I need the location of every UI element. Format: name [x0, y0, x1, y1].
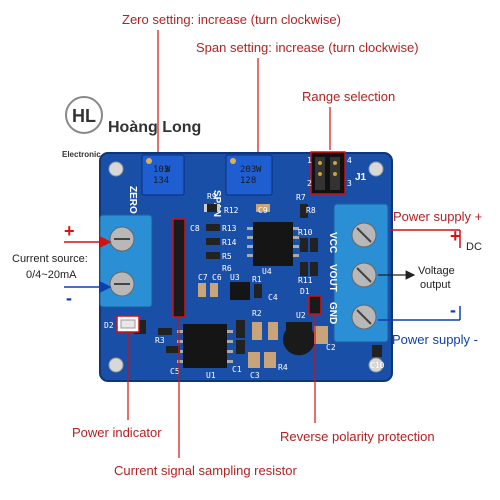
ref-designator: C7 [198, 273, 208, 282]
dc-label: DC [466, 241, 482, 253]
dc-plus-sign: + [450, 226, 461, 246]
ref-designator: C10 [370, 361, 385, 370]
logo-mark: HL [72, 106, 96, 126]
ref-designator: R5 [222, 252, 232, 261]
jumper-pin: 2 [307, 179, 312, 188]
ref-designator: U1 [206, 371, 216, 380]
power-supply-minus-label: Power supply - [392, 332, 478, 347]
logo-sub: Electronic [62, 150, 101, 159]
current-source-label: Current source: [12, 253, 88, 265]
voltage-output-label: Voltage [418, 265, 455, 277]
ref-designator: R4 [278, 363, 288, 372]
ref-designator: C8 [190, 224, 200, 233]
pot2-text: W [256, 165, 262, 175]
ref-designator: U2 [296, 311, 306, 320]
span-setting-label: Span setting: increase (turn clockwise) [196, 40, 419, 55]
ic-u1 [177, 324, 233, 368]
ref-designator: R6 [222, 264, 232, 273]
ref-designator: R8 [306, 206, 316, 215]
ref-designator: R12 [224, 206, 239, 215]
ref-designator: R11 [298, 276, 313, 285]
ref-designator: R10 [298, 228, 313, 237]
smd-components [134, 204, 382, 368]
ref-designator: C1 [232, 365, 242, 374]
mount-hole [368, 357, 384, 373]
ref-designator: R7 [296, 193, 306, 202]
protection-diode [308, 295, 322, 315]
logo-brand: Hoàng Long [108, 119, 201, 136]
mount-hole [108, 161, 124, 177]
ref-designator: D2 [104, 321, 114, 330]
current-source-range: 0/4~20mA [26, 269, 77, 281]
pot1-text: 103 [153, 165, 169, 175]
voltage-output-label-2: output [420, 279, 451, 291]
output-terminal[interactable] [333, 203, 389, 343]
ref-designator: R14 [222, 238, 237, 247]
span-potentiometer[interactable]: 203 128 W [225, 154, 273, 196]
zero-silk: ZERO [127, 186, 138, 214]
ref-designator: R1 [252, 275, 262, 284]
jumper-pin: 1 [307, 156, 312, 165]
jumper-pin: 4 [347, 156, 352, 165]
ref-designator: C2 [326, 343, 336, 352]
ref-designator: R2 [252, 309, 262, 318]
j1-silk: J1 [355, 172, 367, 183]
pot1-text: 134 [153, 176, 169, 186]
gnd-silk: GND [327, 302, 338, 324]
span-silk: SPAN [211, 190, 222, 217]
input-terminal[interactable] [99, 214, 153, 308]
range-jumper[interactable] [310, 151, 346, 195]
pot2-text: 128 [240, 176, 256, 186]
input-minus-sign: - [66, 288, 72, 308]
input-plus-sign: + [64, 221, 75, 241]
dc-minus-sign: - [450, 300, 456, 320]
transistor-u2 [283, 322, 316, 356]
ref-designator: C9 [258, 206, 268, 215]
ic-u3 [230, 282, 250, 300]
reverse-polarity-label: Reverse polarity protection [280, 429, 435, 444]
power-indicator-label: Power indicator [72, 425, 162, 440]
power-led-body [120, 319, 136, 329]
ref-designator: U4 [262, 267, 272, 276]
ref-designator: D1 [300, 287, 310, 296]
ref-designator: C6 [212, 273, 222, 282]
jumper-pin: 3 [347, 179, 352, 188]
ref-designator: R3 [155, 336, 165, 345]
sampling-resistor [172, 218, 186, 318]
logo: HL Hoàng Long Electronic [62, 96, 201, 159]
zero-setting-label: Zero setting: increase (turn clockwise) [122, 12, 341, 27]
mount-hole [108, 357, 124, 373]
sampling-resistor-label: Current signal sampling resistor [114, 463, 297, 478]
pot2-text: 203 [240, 165, 256, 175]
vout-silk: VOUT [327, 264, 338, 292]
range-selection-label: Range selection [302, 89, 395, 104]
ic-u4 [247, 222, 299, 266]
logo-ring [65, 96, 103, 134]
zero-potentiometer[interactable]: 103 134 W [141, 154, 185, 196]
ref-designator: C3 [250, 371, 260, 380]
pot1-text: W [165, 165, 171, 175]
mount-hole [368, 161, 384, 177]
ref-designator: R13 [222, 224, 237, 233]
power-supply-plus-label: Power supply + [393, 209, 482, 224]
ref-designator: U3 [230, 273, 240, 282]
vcc-silk: VCC [327, 232, 338, 253]
ref-designator: C5 [170, 367, 180, 376]
ref-designator: R9 [207, 192, 217, 201]
ref-designator: C4 [268, 293, 278, 302]
